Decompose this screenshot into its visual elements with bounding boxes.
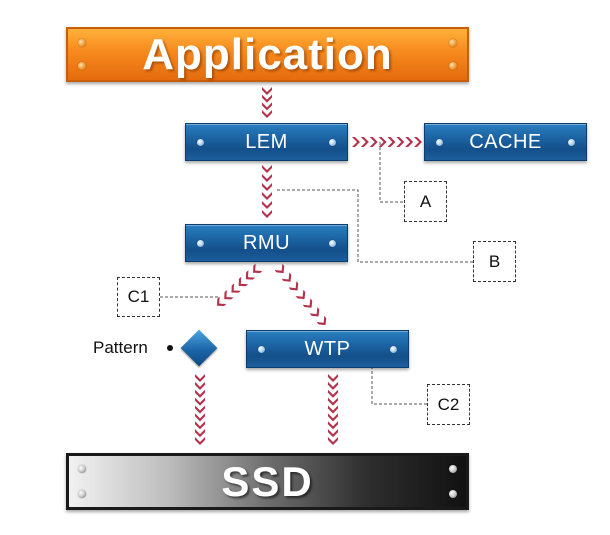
arrow-rmu-to-wtp	[288, 281, 299, 291]
arrow-pattern-to-ssd	[195, 381, 205, 390]
arrow-pattern-to-ssd	[195, 397, 205, 406]
arrow-rmu-to-wtp	[281, 272, 292, 282]
arrow-app-to-lem	[262, 94, 272, 103]
bolt-icon	[449, 465, 457, 473]
arrow-wtp-to-ssd	[328, 374, 338, 382]
arrow-lem-to-cache	[378, 137, 387, 147]
arrow-app-to-lem	[262, 110, 272, 118]
rmu-module: RMU	[185, 224, 348, 262]
arrow-lem-to-rmu	[262, 210, 272, 218]
arrow-rmu-to-wtp	[309, 307, 320, 317]
bolt-icon	[449, 490, 457, 498]
arrow-wtp-to-ssd	[328, 389, 338, 398]
arrow-wtp-to-ssd	[328, 421, 338, 430]
application-banner: Application	[66, 27, 469, 82]
arrow-rmu-to-wtp	[302, 298, 313, 308]
arrow-group	[195, 87, 422, 445]
leader-line-c2	[371, 366, 427, 405]
ssd-bar: SSD	[66, 453, 469, 510]
arrow-lem-to-rmu	[262, 192, 272, 200]
arrow-wtp-to-ssd	[328, 429, 338, 438]
bolt-icon	[197, 139, 204, 146]
arrow-rmu-to-wtp	[316, 315, 327, 326]
rmu-label: RMU	[242, 231, 291, 254]
arrow-rmu-to-pattern	[238, 276, 248, 287]
pattern-pointer-dot	[167, 345, 173, 351]
arrow-wtp-to-ssd	[328, 381, 338, 390]
tag-c2-label: C2	[437, 394, 460, 414]
arrow-wtp-to-ssd	[328, 405, 338, 414]
bolt-icon	[390, 346, 397, 353]
lem-label: LEM	[245, 130, 288, 153]
bolt-icon	[197, 240, 204, 247]
cache-label: CACHE	[469, 130, 542, 153]
leader-lines	[160, 142, 473, 405]
tag-c1-label: C1	[127, 287, 150, 306]
arrow-wtp-to-ssd	[328, 413, 338, 422]
arrow-lem-to-rmu	[262, 201, 272, 209]
leader-line-a	[379, 142, 404, 203]
arrow-wtp-to-ssd	[328, 397, 338, 406]
arrow-lem-to-cache	[352, 137, 360, 147]
arrow-pattern-to-ssd	[195, 421, 205, 430]
bolt-icon	[78, 490, 86, 498]
arrow-rmu-to-wtp	[274, 263, 285, 274]
arrow-lem-to-rmu	[262, 174, 272, 182]
tag-b: B	[473, 241, 516, 282]
arrow-rmu-to-pattern	[224, 290, 234, 300]
arrow-pattern-to-ssd	[195, 374, 205, 382]
bolt-icon	[568, 139, 575, 146]
bolt-icon	[329, 139, 336, 146]
arrow-lem-to-cache	[414, 137, 422, 147]
arrow-app-to-lem	[262, 102, 272, 111]
tag-b-label: B	[488, 251, 501, 271]
bolt-icon	[258, 346, 265, 353]
bolt-icon	[329, 240, 336, 247]
wtp-module: WTP	[246, 330, 409, 368]
arrow-app-to-lem	[262, 87, 272, 95]
arrow-rmu-to-pattern	[217, 296, 227, 307]
tag-c2: C2	[427, 384, 470, 425]
arrow-lem-to-rmu	[262, 183, 272, 191]
arrow-lem-to-cache	[396, 137, 405, 147]
arrow-rmu-to-wtp	[295, 289, 306, 300]
bolt-icon	[78, 39, 86, 47]
leader-line-b	[277, 189, 473, 263]
arrow-lem-to-cache	[387, 137, 396, 147]
arrow-pattern-to-ssd	[195, 437, 205, 445]
arrow-pattern-to-ssd	[195, 413, 205, 422]
arrow-lem-to-cache	[369, 137, 378, 147]
tag-a-label: A	[419, 191, 432, 211]
bolt-icon	[449, 62, 457, 70]
ssd-label: SSD	[221, 457, 314, 505]
arrow-rmu-to-pattern	[253, 263, 263, 274]
bolt-icon	[436, 139, 443, 146]
arrow-lem-to-cache	[405, 137, 414, 147]
tag-c1: C1	[117, 277, 160, 317]
bolt-icon	[78, 465, 86, 473]
application-label: Application	[142, 29, 393, 79]
arrow-wtp-to-ssd	[328, 437, 338, 445]
bolt-icon	[449, 39, 457, 47]
arrow-rmu-to-pattern	[245, 270, 256, 280]
arrow-rmu-to-pattern	[231, 283, 241, 293]
arrow-lem-to-cache	[360, 137, 369, 147]
arrow-lem-to-rmu	[262, 165, 272, 173]
lem-module: LEM	[185, 123, 348, 161]
pattern-label: Pattern	[93, 338, 148, 357]
tag-a: A	[404, 181, 447, 222]
wtp-label: WTP	[304, 337, 351, 360]
arrow-pattern-to-ssd	[195, 405, 205, 414]
cache-module: CACHE	[424, 123, 587, 161]
arrow-pattern-to-ssd	[195, 429, 205, 438]
bolt-icon	[78, 62, 86, 70]
arrow-pattern-to-ssd	[195, 389, 205, 398]
